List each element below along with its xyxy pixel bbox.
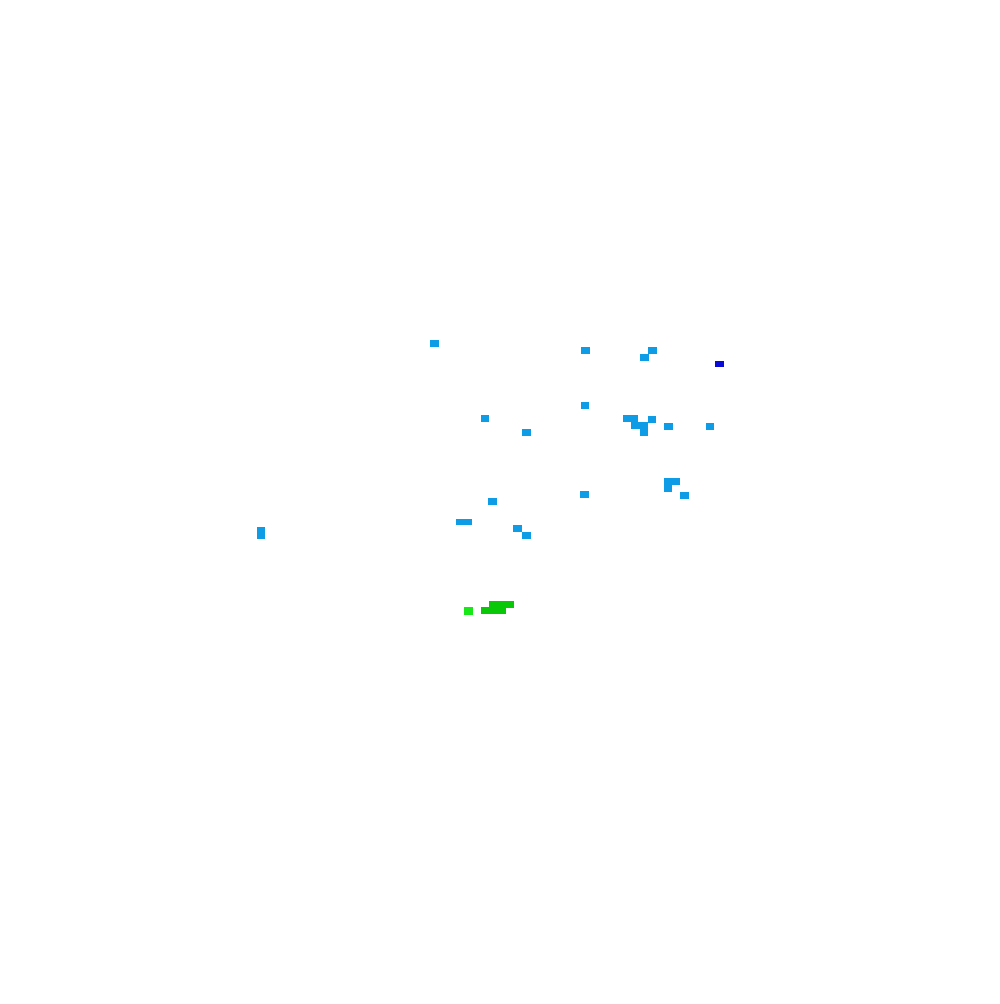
green-pixel	[489, 601, 514, 608]
light-blue-pixel	[664, 485, 672, 492]
light-blue-pixel	[648, 347, 657, 354]
light-blue-pixel	[581, 347, 590, 354]
dark-blue-cluster	[715, 361, 724, 367]
light-blue-pixel	[257, 527, 265, 539]
light-blue-pixel	[623, 415, 638, 422]
dark-blue-pixel	[715, 361, 724, 367]
light-blue-pixel	[430, 340, 439, 347]
light-blue-pixel	[664, 423, 673, 430]
light-blue-pixel	[706, 423, 714, 430]
light-blue-pixel	[631, 422, 648, 429]
light-blue-pixel	[481, 415, 489, 422]
green-pixel	[481, 607, 506, 614]
light-blue-pixel	[522, 429, 531, 436]
light-green-cluster	[464, 607, 473, 615]
light-blue-cluster	[257, 340, 714, 539]
green-cluster	[481, 601, 514, 614]
light-blue-pixel	[581, 402, 589, 409]
marks-layer	[257, 340, 724, 615]
light-blue-pixel	[664, 478, 680, 485]
light-blue-pixel	[488, 498, 497, 505]
light-blue-pixel	[640, 354, 649, 361]
light-blue-pixel	[513, 525, 522, 532]
light-blue-pixel	[522, 532, 531, 539]
light-blue-pixel	[648, 416, 656, 423]
light-blue-pixel	[640, 429, 648, 436]
light-blue-pixel	[680, 492, 689, 499]
light-blue-pixel	[456, 519, 472, 525]
light-blue-pixel	[580, 491, 589, 498]
light-green-pixel	[464, 607, 473, 615]
